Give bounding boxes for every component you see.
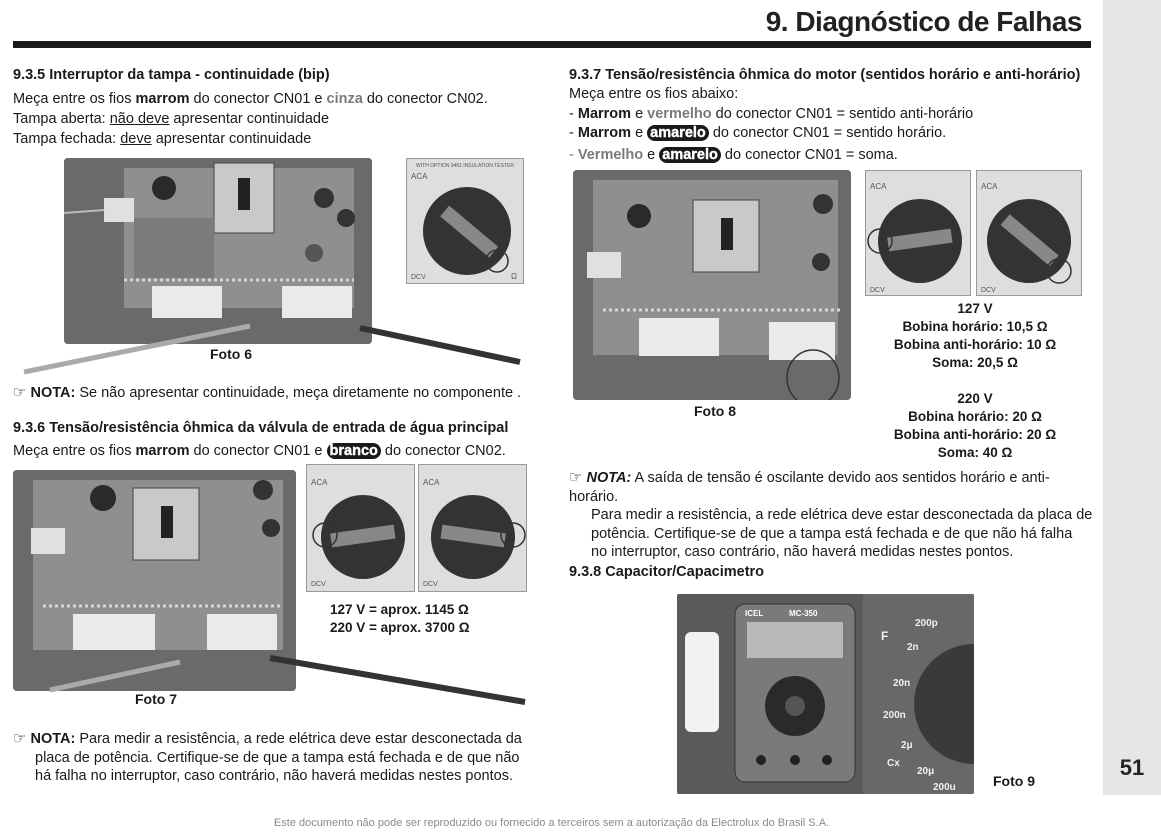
- motor-220v-anti-horario: Bobina anti-horário: 20 Ω: [893, 427, 1057, 442]
- valve-measurements: 127 V = aprox. 1145 Ω 220 V = aprox. 370…: [330, 601, 510, 637]
- motor-220v-soma: Soma: 40 Ω: [937, 445, 1013, 460]
- multimeter-dial-photo: ACA DCV: [306, 464, 415, 592]
- page-number: 51: [1119, 755, 1145, 780]
- motor-220v-horario: Bobina horário: 20 Ω: [908, 409, 1042, 424]
- s937-line0: Meça entre os fios abaixo:: [569, 86, 739, 102]
- svg-text:DCV: DCV: [981, 287, 996, 294]
- s936-line1: Meça entre os fios marrom do conector CN…: [13, 443, 506, 459]
- svg-text:20n: 20n: [893, 678, 910, 689]
- svg-text:200p: 200p: [915, 618, 938, 629]
- svg-text:DCV: DCV: [311, 581, 326, 588]
- svg-text:Cx: Cx: [887, 758, 900, 769]
- motor-220v-label: 220 V: [957, 391, 993, 406]
- motor-127v-values: 127 V Bobina horário: 10,5 Ω Bobina anti…: [880, 300, 1070, 372]
- multimeter-dial-photo: ACA DCV: [976, 170, 1082, 296]
- foto-9-capacimeter-photo: ICEL MC-350 F 200p 2n 20n 200n 2μ Cx 20μ…: [677, 594, 974, 794]
- note-937: ☞ NOTA: A saída de tensão é oscilante de…: [569, 469, 1093, 560]
- svg-text:200n: 200n: [883, 710, 906, 721]
- note-935: ☞ NOTA: Se não apresentar continuidade, …: [13, 384, 522, 401]
- foto-7-board-photo: [13, 470, 296, 691]
- foto-7-caption: Foto 7: [135, 691, 177, 707]
- header-rule: [13, 41, 1091, 48]
- section-937-heading: 9.3.7 Tensão/resistência ôhmica do motor…: [569, 67, 1081, 83]
- svg-text:ACA: ACA: [311, 478, 328, 487]
- s935-line2: Tampa aberta: não deve apresentar contin…: [13, 111, 330, 127]
- pointing-hand-icon: ☞: [569, 469, 583, 486]
- foto-6-board-photo: [64, 158, 372, 344]
- test-probes-icon: [49, 655, 526, 705]
- svg-text:ACA: ACA: [423, 478, 440, 487]
- svg-text:WITH OPTION 9461 INSULATION T: WITH OPTION 9461 INSULATION TESTER: [416, 163, 514, 169]
- svg-text:2n: 2n: [907, 642, 919, 653]
- s935-line3: Tampa fechada: deve apresentar continuid…: [13, 131, 312, 147]
- svg-text:DCV: DCV: [411, 274, 426, 281]
- motor-127v-horario: Bobina horário: 10,5 Ω: [902, 319, 1048, 334]
- foto-6-caption: Foto 6: [210, 346, 252, 362]
- section-935-text: Meça entre os fios marrom do conector CN…: [13, 89, 553, 149]
- pointing-hand-icon: ☞: [13, 384, 27, 401]
- s937-line3: - Vermelho e amarelo do conector CN01 = …: [569, 146, 898, 163]
- foto-9-caption: Foto 9: [993, 773, 1035, 789]
- svg-text:200u: 200u: [933, 782, 956, 793]
- foto-8-caption: Foto 8: [694, 403, 736, 419]
- motor-220v-values: 220 V Bobina horário: 20 Ω Bobina anti-h…: [880, 390, 1070, 462]
- pointing-hand-icon: ☞: [13, 730, 27, 747]
- svg-text:DCV: DCV: [870, 287, 885, 294]
- svg-text:F: F: [881, 629, 888, 643]
- chapter-title: 9. Diagnóstico de Falhas: [765, 6, 1083, 37]
- svg-text:Ω: Ω: [511, 272, 517, 281]
- valve-220v: 220 V = aprox. 3700 Ω: [330, 620, 470, 635]
- note-936: ☞ NOTA: Para medir a resistência, a rede…: [13, 730, 522, 784]
- svg-text:ACA: ACA: [981, 182, 998, 191]
- motor-127v-label: 127 V: [957, 301, 993, 316]
- multimeter-dial-photo: WITH OPTION 9461 INSULATION TESTER ACA D…: [406, 158, 524, 284]
- section-936-heading: 9.3.6 Tensão/resistência ôhmica da válvu…: [13, 420, 509, 436]
- multimeter-dial-photo: ACA DCV: [865, 170, 971, 296]
- footer-disclaimer: Este documento não pode ser reproduzido …: [273, 817, 830, 829]
- section-937-text: Meça entre os fios abaixo: - Marrom e ve…: [569, 85, 1089, 165]
- test-probes-icon: [23, 323, 521, 375]
- multimeter-dial-photo: ACA DCV: [418, 464, 527, 592]
- valve-127v: 127 V = aprox. 1145 Ω: [330, 602, 469, 617]
- svg-text:ICEL: ICEL: [745, 609, 763, 618]
- s937-line1: - Marrom e vermelho do conector CN01 = s…: [569, 105, 974, 122]
- foto-8-board-photo: [573, 170, 851, 400]
- section-935-heading: 9.3.5 Interruptor da tampa - continuidad…: [13, 67, 330, 83]
- svg-text:20μ: 20μ: [917, 766, 934, 777]
- side-strip: [1103, 0, 1161, 795]
- svg-text:ACA: ACA: [870, 182, 887, 191]
- svg-text:ACA: ACA: [411, 172, 428, 181]
- motor-127v-anti-horario: Bobina anti-horário: 10 Ω: [893, 337, 1057, 352]
- svg-text:DCV: DCV: [423, 581, 438, 588]
- motor-127v-soma: Soma: 20,5 Ω: [932, 355, 1018, 370]
- section-938-heading: 9.3.8 Capacitor/Capacimetro: [569, 564, 765, 580]
- svg-text:2μ: 2μ: [901, 740, 913, 751]
- svg-text:MC-350: MC-350: [789, 609, 818, 618]
- s935-line1: Meça entre os fios marrom do conector CN…: [13, 91, 488, 107]
- s937-line2: - Marrom e amarelo do conector CN01 = se…: [569, 125, 947, 141]
